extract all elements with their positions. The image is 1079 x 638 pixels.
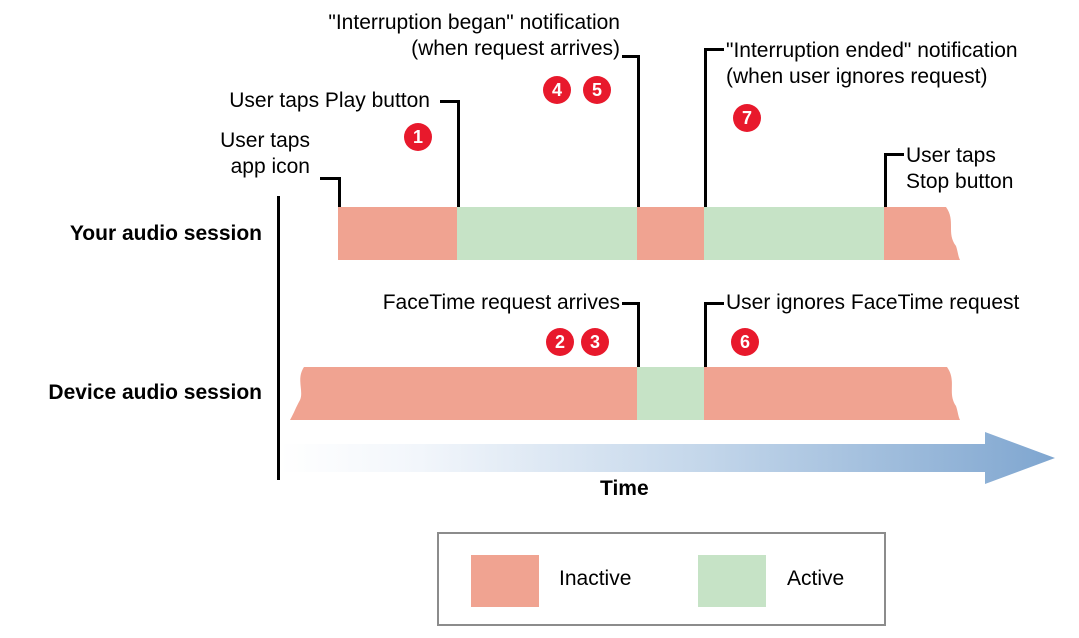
leader-interruption-began-h bbox=[622, 55, 640, 58]
leader-interruption-ended-h bbox=[704, 48, 724, 51]
badge-2: 2 bbox=[546, 328, 574, 356]
segment-active bbox=[457, 207, 637, 260]
annotation-user-ignores-facetime: User ignores FaceTime request bbox=[726, 291, 1020, 314]
leader-user-taps-play-h bbox=[440, 100, 458, 103]
badge-7: 7 bbox=[733, 104, 761, 132]
vertical-axis bbox=[277, 196, 280, 480]
leader-interruption-ended-v bbox=[704, 48, 707, 207]
leader-user-taps-stop-h bbox=[884, 153, 904, 156]
legend-label-active: Active bbox=[787, 567, 845, 590]
badge-4: 4 bbox=[543, 76, 571, 104]
annotation-user-taps-app-icon: User taps app icon bbox=[220, 129, 310, 178]
badge-3: 3 bbox=[581, 328, 609, 356]
badge-1: 1 bbox=[404, 123, 432, 151]
leader-interruption-began-v bbox=[637, 55, 640, 207]
segment-inactive bbox=[637, 207, 704, 260]
segment-inactive-torn-end bbox=[884, 207, 960, 260]
leader-user-taps-app-icon-v bbox=[338, 177, 341, 207]
annotation-user-taps-play: User taps Play button bbox=[229, 89, 430, 112]
segment-active bbox=[637, 367, 704, 420]
leader-facetime-request-h bbox=[622, 302, 640, 305]
legend-swatch-inactive bbox=[471, 555, 539, 607]
annotation-facetime-request-arrives: FaceTime request arrives bbox=[382, 291, 620, 314]
leader-user-ignores-v bbox=[704, 302, 707, 367]
leader-user-taps-play-v bbox=[457, 100, 460, 207]
segment-active bbox=[704, 207, 884, 260]
legend-swatch-active bbox=[698, 555, 766, 607]
time-arrow bbox=[280, 432, 1055, 484]
row-label-your-audio-session: Your audio session bbox=[69, 222, 262, 245]
row-label-device-audio-session: Device audio session bbox=[48, 381, 262, 404]
badge-5: 5 bbox=[583, 76, 611, 104]
leader-user-taps-stop-v bbox=[884, 153, 887, 207]
segment-inactive bbox=[338, 207, 457, 260]
badge-6: 6 bbox=[731, 328, 759, 356]
annotation-user-taps-stop: User taps Stop button bbox=[906, 144, 1014, 193]
annotation-interruption-began: "Interruption began" notification (when … bbox=[328, 11, 620, 60]
timeline-bar-your-audio-session bbox=[338, 207, 960, 260]
annotation-interruption-ended: "Interruption ended" notification (when … bbox=[726, 39, 1018, 88]
timeline-bar-device-audio-session bbox=[290, 367, 960, 420]
segment-inactive-torn-end bbox=[704, 367, 960, 420]
time-axis-label: Time bbox=[600, 477, 649, 500]
leader-facetime-request-v bbox=[637, 302, 640, 367]
segment-inactive-torn-start bbox=[290, 367, 637, 420]
leader-user-ignores-h bbox=[704, 302, 724, 305]
legend-label-inactive: Inactive bbox=[559, 567, 632, 590]
leader-user-taps-app-icon-h bbox=[320, 177, 340, 180]
legend: Inactive Active bbox=[437, 532, 886, 626]
